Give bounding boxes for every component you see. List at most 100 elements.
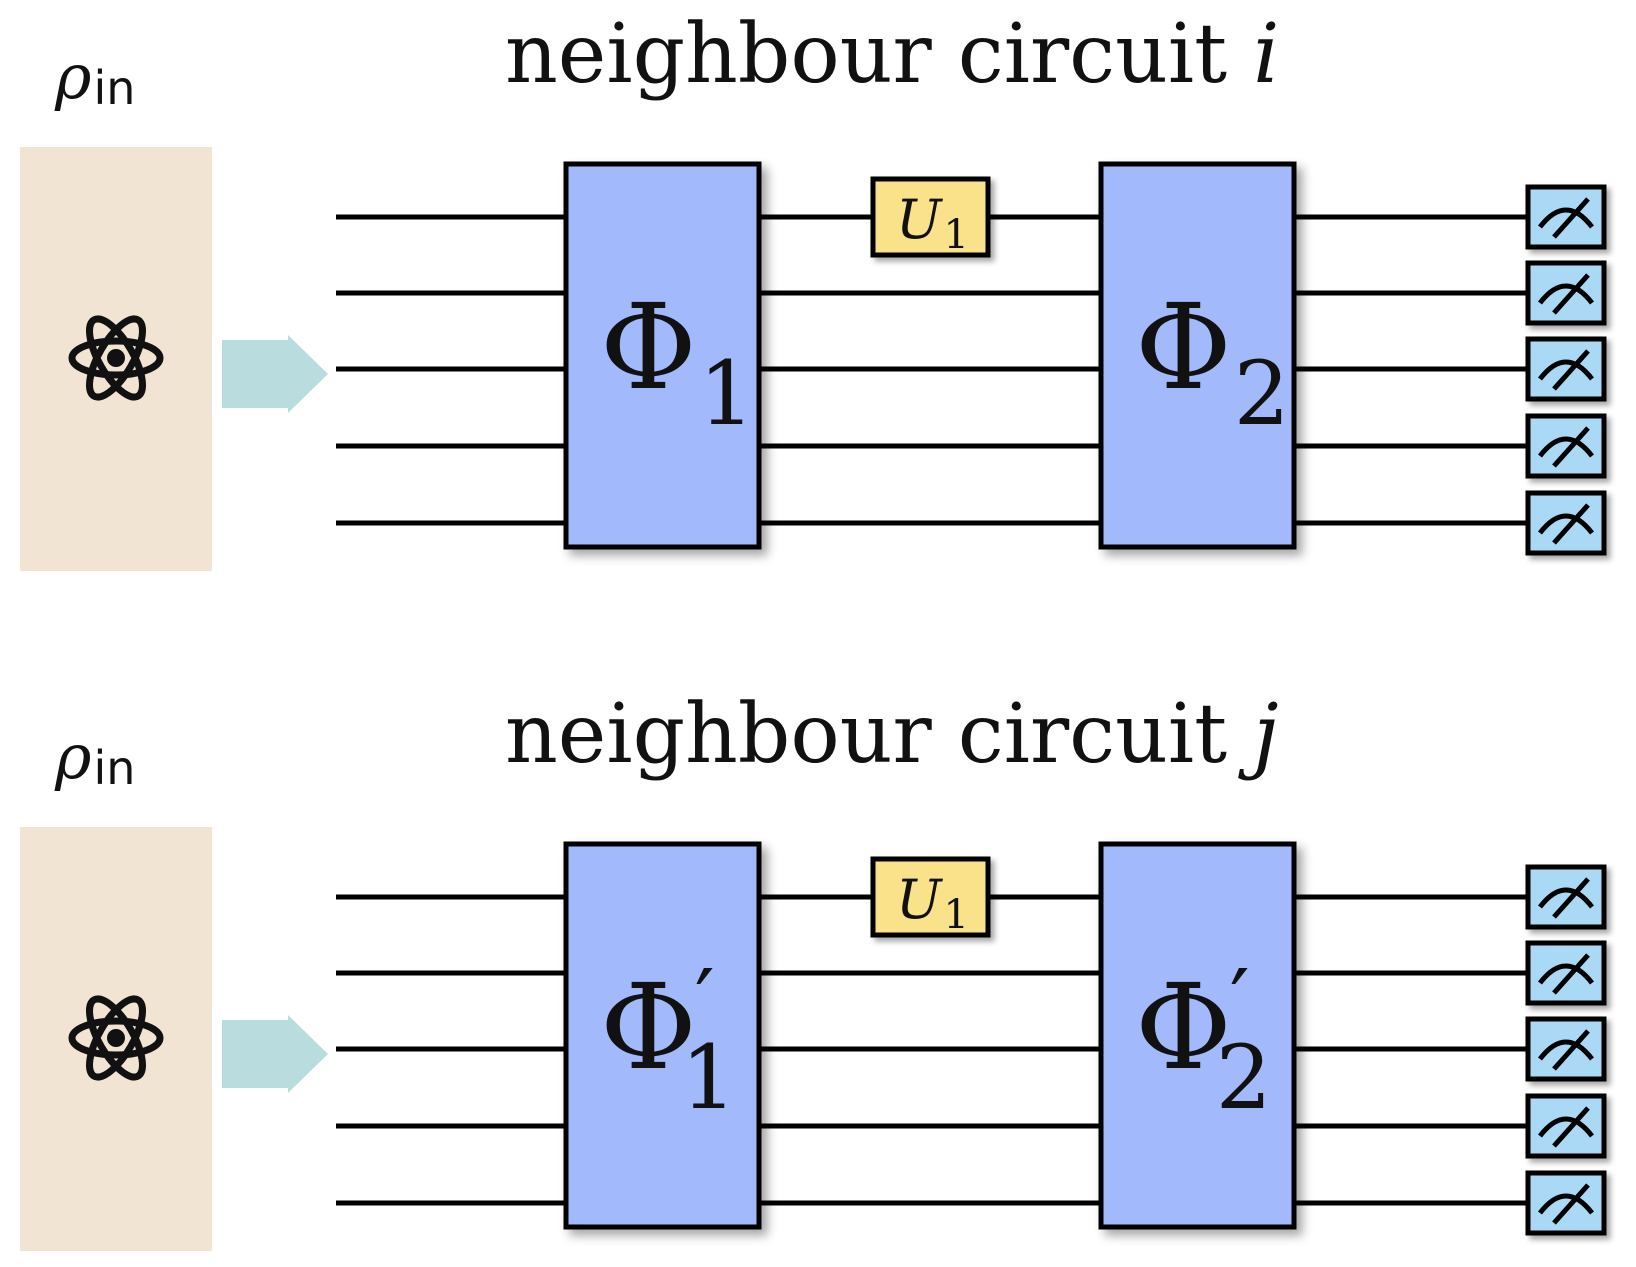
gate-phi-2-box — [1098, 161, 1297, 550]
input-state-label: ρin — [54, 720, 135, 795]
gate-phi-2-label: Φ2 — [1135, 278, 1290, 445]
meter-box — [1525, 1170, 1607, 1236]
meter-arc — [1538, 283, 1594, 305]
meter-arc — [1538, 887, 1594, 909]
gate-phi-1: Φ′1 — [563, 841, 762, 1230]
atom-icon — [68, 315, 164, 401]
title-text: neighbour circuit — [505, 7, 1253, 102]
gate-u-1-box — [870, 856, 991, 938]
gate-u-1: U1 — [870, 856, 991, 938]
atom-orbit — [86, 995, 146, 1081]
meter-needle — [1552, 1106, 1590, 1148]
gate-phi-2-subscript: 2 — [1234, 342, 1290, 445]
meter-needle — [1552, 426, 1590, 468]
gate-phi-1-box — [563, 161, 762, 550]
meter-arc — [1538, 1116, 1594, 1138]
input-state-symbol: ρ — [54, 720, 91, 793]
gate-phi-1-subscript: 1 — [699, 342, 755, 445]
gate-phi-1-symbol: Φ — [600, 958, 697, 1096]
atom-orbit — [86, 315, 146, 401]
meter-arc — [1538, 1039, 1594, 1061]
meter-arc — [1538, 1193, 1594, 1215]
gate-phi-2-symbol: Φ — [1135, 278, 1232, 416]
panel-title: neighbour circuit i — [505, 7, 1279, 102]
meter-arc — [1538, 513, 1594, 535]
atom-orbit — [68, 337, 164, 379]
atom-nucleus — [107, 1029, 125, 1047]
gate-u-1-label: U1 — [896, 188, 969, 258]
title-text: neighbour circuit — [505, 687, 1253, 782]
gate-phi-1-label: Φ1 — [600, 278, 755, 445]
meter-needle — [1552, 197, 1590, 239]
measurement-meter-icon — [1525, 336, 1607, 402]
meter-needle — [1552, 953, 1590, 995]
panel-title: neighbour circuit j — [505, 687, 1279, 782]
gate-phi-1-prime: ′ — [695, 950, 715, 1053]
measurement-meter-icon — [1525, 940, 1607, 1006]
gate-phi-2: Φ2 — [1098, 161, 1297, 550]
input-state-label: ρin — [54, 40, 135, 115]
meter-needle — [1552, 349, 1590, 391]
meter-arc — [1538, 359, 1594, 381]
meter-needle — [1552, 1029, 1590, 1071]
gate-phi-2-prime: ′ — [1230, 950, 1250, 1053]
meter-box — [1525, 184, 1607, 250]
input-arrow-icon — [222, 335, 328, 413]
measurement-meter-icon — [1525, 490, 1607, 556]
meter-box — [1525, 1093, 1607, 1159]
meter-needle — [1552, 877, 1590, 919]
meter-box — [1525, 1016, 1607, 1082]
gate-u-1-symbol: U — [896, 868, 943, 931]
measurement-meter-icon — [1525, 413, 1607, 479]
input-state-subscript: in — [93, 741, 135, 795]
measurement-meter-icon — [1525, 864, 1607, 930]
measurement-meter-icon — [1525, 1016, 1607, 1082]
meter-arc — [1538, 436, 1594, 458]
gate-phi-2-symbol: Φ — [1135, 958, 1232, 1096]
meter-box — [1525, 864, 1607, 930]
meter-box — [1525, 490, 1607, 556]
atom-orbit — [86, 995, 146, 1081]
input-state-symbol: ρ — [54, 40, 91, 113]
gate-phi-1-label: Φ′1 — [600, 950, 737, 1129]
measurement-meter-icon — [1525, 184, 1607, 250]
gate-u-1: U1 — [870, 176, 991, 258]
gate-phi-2-label: Φ′2 — [1135, 950, 1272, 1129]
gate-u-1-symbol: U — [896, 188, 943, 251]
gate-phi-2-subscript: 2 — [1216, 1026, 1272, 1129]
measurement-meter-icon — [1525, 260, 1607, 326]
gate-phi-1: Φ1 — [563, 161, 762, 550]
meter-box — [1525, 413, 1607, 479]
meter-needle — [1552, 273, 1590, 315]
gate-u-1-label: U1 — [896, 868, 969, 938]
input-arrow-icon — [222, 1015, 328, 1093]
measurement-meter-icon — [1525, 1093, 1607, 1159]
wires — [336, 894, 1530, 1206]
meter-box — [1525, 336, 1607, 402]
meter-box — [1525, 940, 1607, 1006]
atom-orbit — [86, 315, 146, 401]
title-variable: i — [1253, 7, 1279, 102]
gate-phi-1-symbol: Φ — [600, 278, 697, 416]
gate-phi-1-box — [563, 841, 762, 1230]
measurement-meter-icon — [1525, 1170, 1607, 1236]
atom-orbit — [68, 1017, 164, 1059]
atom-icon — [68, 995, 164, 1081]
meter-needle — [1552, 1183, 1590, 1225]
gate-u-1-box — [870, 176, 991, 258]
gate-phi-2: Φ′2 — [1098, 841, 1297, 1230]
wires — [336, 214, 1530, 526]
atom-nucleus — [107, 349, 125, 367]
gate-u-1-subscript: 1 — [944, 212, 969, 258]
gate-phi-1-subscript: 1 — [681, 1026, 737, 1129]
gate-u-1-subscript: 1 — [944, 892, 969, 938]
meter-arc — [1538, 207, 1594, 229]
meter-arc — [1538, 963, 1594, 985]
gate-phi-2-box — [1098, 841, 1297, 1230]
meter-box — [1525, 260, 1607, 326]
meter-needle — [1552, 503, 1590, 545]
